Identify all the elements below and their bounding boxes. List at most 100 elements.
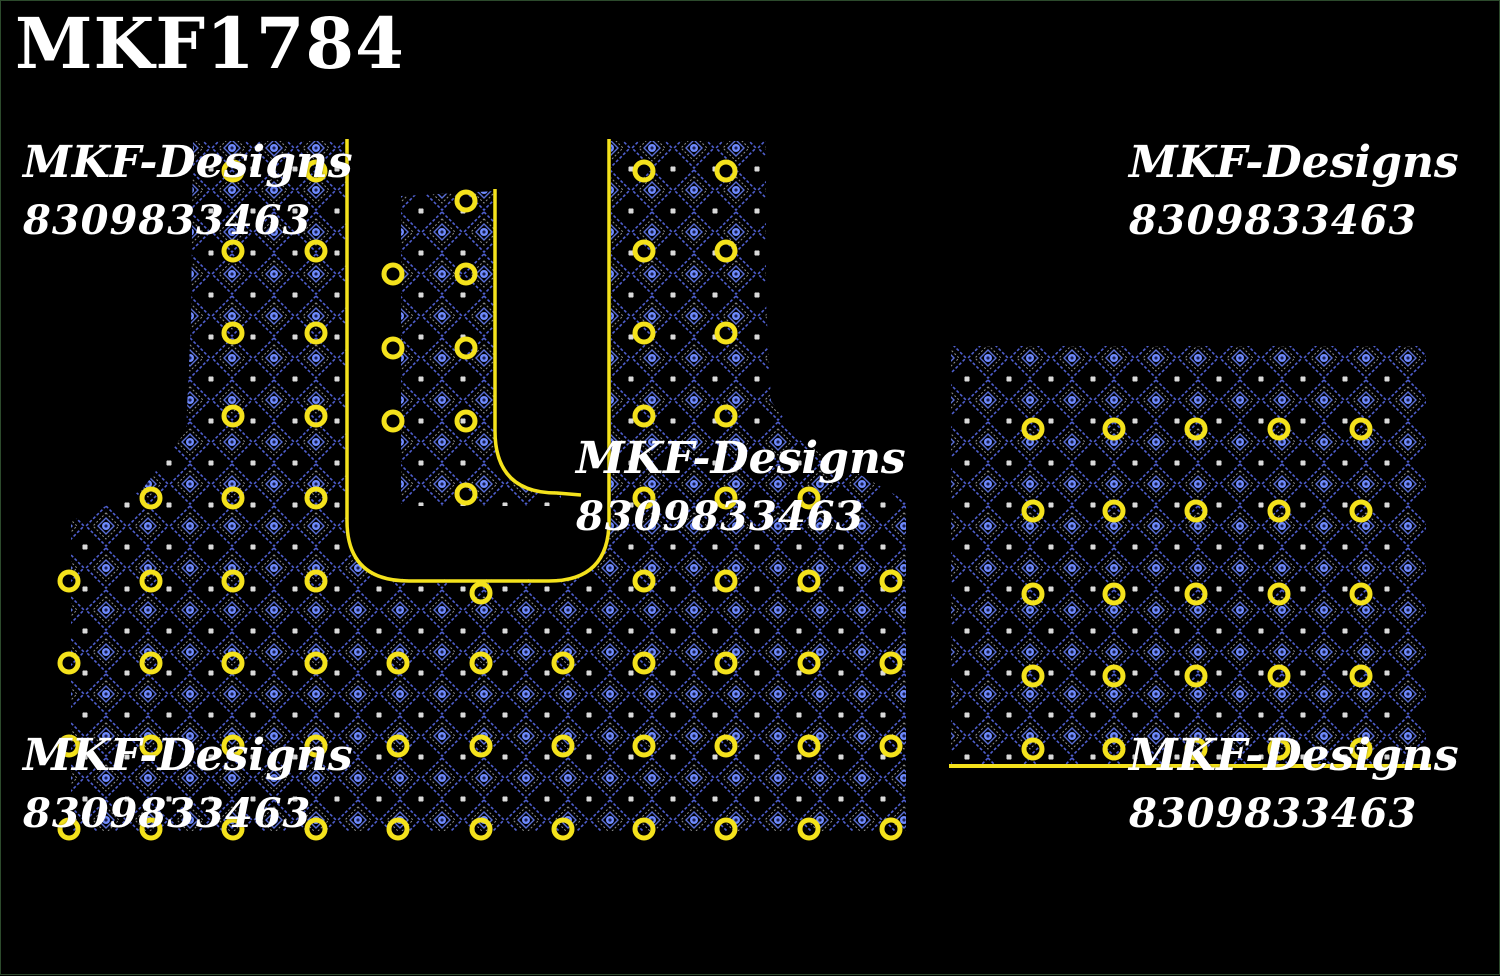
sequin-ring (1267, 499, 1291, 523)
sequin-ring (879, 734, 903, 758)
sequin-ring (304, 817, 328, 841)
sequin-ring (551, 734, 575, 758)
sequin-ring (1267, 664, 1291, 688)
sequin-ring (221, 569, 245, 593)
sequin-ring (381, 409, 405, 433)
sequin-ring (221, 239, 245, 263)
sequin-ring (1102, 737, 1126, 761)
sequin-ring (454, 482, 478, 506)
sequin-ring (1102, 499, 1126, 523)
sequin-ring (714, 159, 738, 183)
watermark-phone: 8309833463 (1129, 197, 1418, 244)
sequin-ring (221, 651, 245, 675)
sequin-ring (57, 569, 81, 593)
sequin-ring (139, 486, 163, 510)
sequin-ring (139, 651, 163, 675)
sequin-ring (714, 239, 738, 263)
sequin-ring (304, 321, 328, 345)
watermark-top-right: MKF-Designs 8309833463 (1129, 141, 1459, 241)
sequin-ring (386, 817, 410, 841)
sequin-ring (469, 817, 493, 841)
sequin-ring (714, 404, 738, 428)
sequin-ring (221, 404, 245, 428)
sequin-ring (1021, 417, 1045, 441)
sequin-ring (714, 651, 738, 675)
sequin-ring (221, 817, 245, 841)
sequin-ring (454, 189, 478, 213)
sequin-ring (1184, 737, 1208, 761)
sequin-ring (454, 409, 478, 433)
sequin-ring (304, 486, 328, 510)
sequin-ring (879, 651, 903, 675)
sequin-ring (139, 734, 163, 758)
sequin-ring (1184, 499, 1208, 523)
watermark-center: MKF-Designs 8309833463 (576, 437, 906, 537)
sequin-ring (1349, 499, 1373, 523)
sequin-ring (386, 734, 410, 758)
sequin-ring (797, 734, 821, 758)
sequin-ring (1184, 582, 1208, 606)
watermark-brand: MKF-Designs (23, 730, 353, 781)
sequin-ring (1267, 582, 1291, 606)
sequin-ring (797, 651, 821, 675)
sequin-ring (1021, 582, 1045, 606)
sequin-ring (632, 159, 656, 183)
sequin-ring (1102, 582, 1126, 606)
watermark-bottom-right: MKF-Designs 8309833463 (1129, 734, 1459, 834)
sequin-ring (714, 734, 738, 758)
sequin-ring (469, 651, 493, 675)
sequin-ring (454, 262, 478, 286)
sequin-ring (469, 581, 493, 605)
sequin-ring (304, 239, 328, 263)
sequin-ring (139, 817, 163, 841)
sequin-ring (797, 569, 821, 593)
sequin-ring (879, 569, 903, 593)
sequin-ring (1021, 499, 1045, 523)
sequin-ring (221, 734, 245, 758)
neckline-piping (345, 139, 611, 583)
sequin-ring (57, 817, 81, 841)
sequin-ring (381, 262, 405, 286)
sequin-ring (454, 336, 478, 360)
sequin-ring (714, 486, 738, 510)
sequin-ring (1021, 664, 1045, 688)
sequin-ring (714, 321, 738, 345)
sequin-ring (632, 239, 656, 263)
sequin-ring (57, 734, 81, 758)
watermark-top-left: MKF-Designs 8309833463 (23, 141, 353, 241)
sequin-ring (1184, 417, 1208, 441)
watermark-bottom-left: MKF-Designs 8309833463 (23, 734, 353, 834)
sequin-ring (304, 569, 328, 593)
sequin-ring (551, 651, 575, 675)
sequin-ring (632, 569, 656, 593)
sequin-ring (551, 817, 575, 841)
sequin-ring (57, 651, 81, 675)
sequin-ring (632, 734, 656, 758)
sequin-ring (632, 651, 656, 675)
sequin-ring (1349, 582, 1373, 606)
sequin-ring (714, 569, 738, 593)
sequin-ring (386, 651, 410, 675)
sequin-ring (632, 486, 656, 510)
sequin-ring (469, 734, 493, 758)
sequin-ring (1102, 664, 1126, 688)
sequin-ring (632, 817, 656, 841)
sequin-ring (221, 159, 245, 183)
sequin-ring (632, 404, 656, 428)
watermark-phone: 8309833463 (576, 493, 865, 540)
sequin-ring (1267, 737, 1291, 761)
sequin-ring (1184, 664, 1208, 688)
watermark-brand: MKF-Designs (23, 137, 353, 188)
sequin-ring (221, 486, 245, 510)
watermark-brand: MKF-Designs (1129, 730, 1459, 781)
sequin-ring (304, 651, 328, 675)
sequin-ring (304, 159, 328, 183)
sequin-ring (221, 321, 245, 345)
sequin-ring (139, 569, 163, 593)
sleeve-panel (949, 346, 1431, 768)
design-code: MKF1784 (15, 2, 405, 85)
sequin-ring (632, 321, 656, 345)
sequin-ring (304, 404, 328, 428)
